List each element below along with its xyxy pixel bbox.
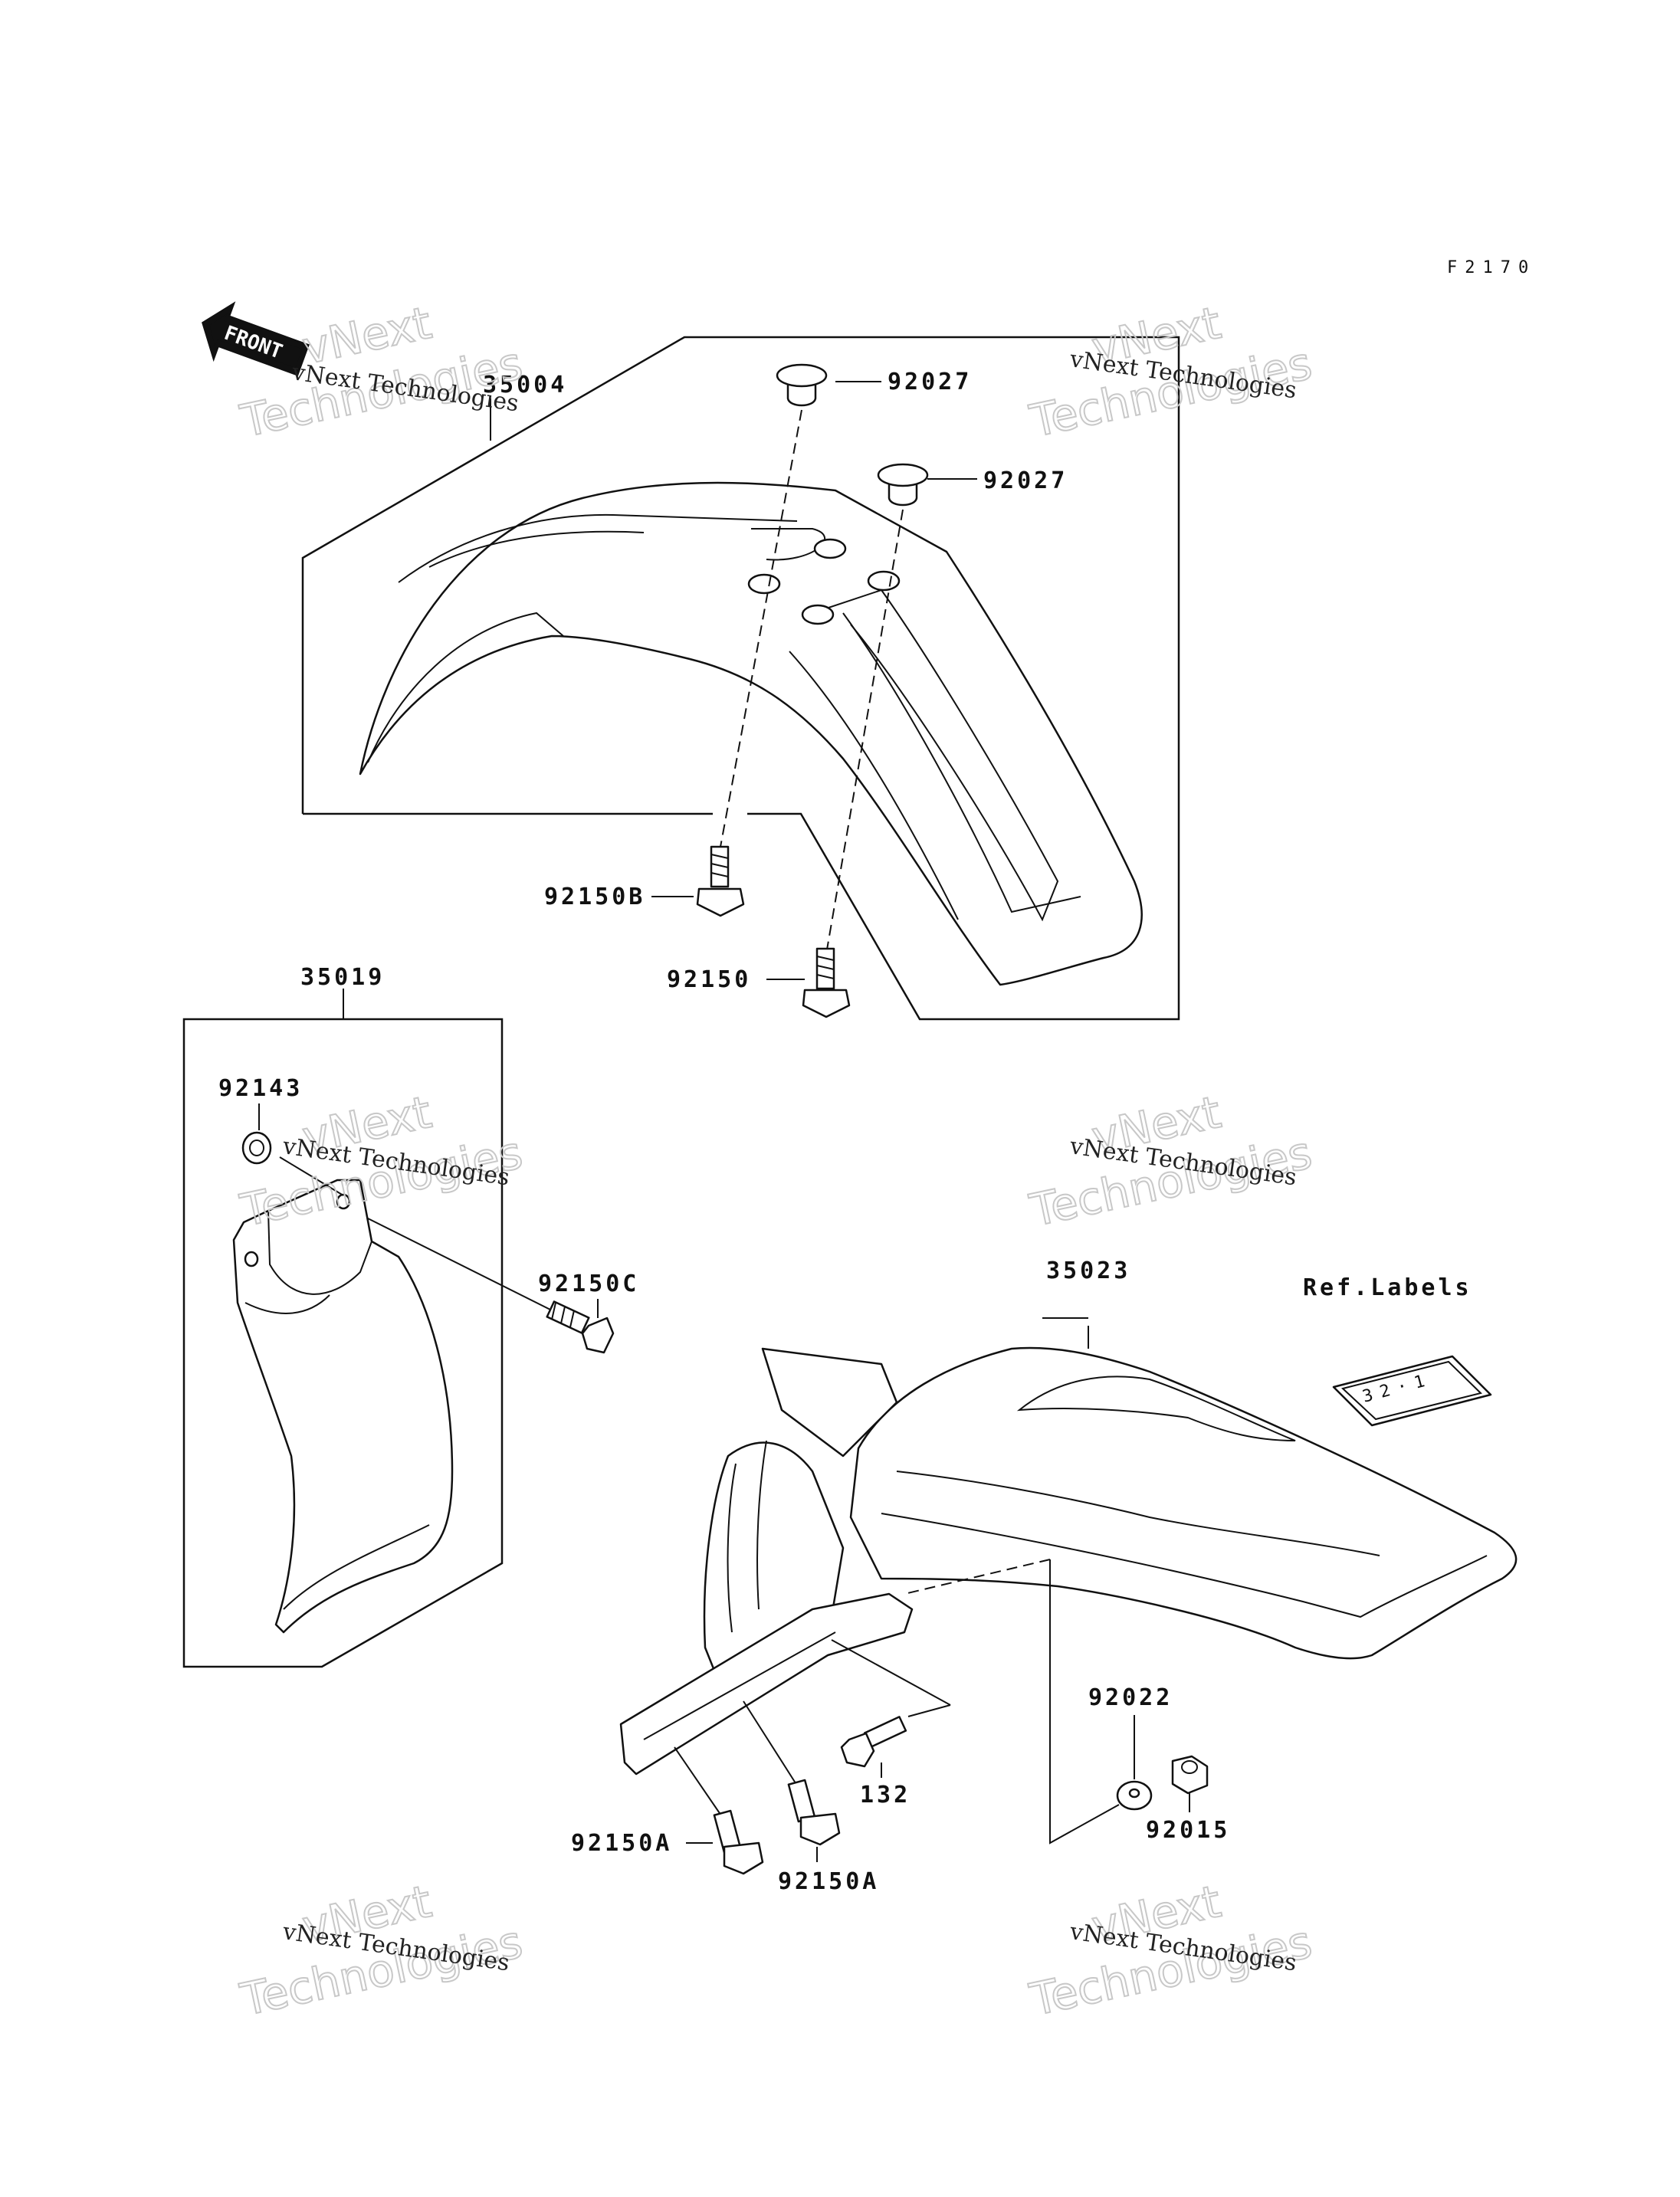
label-92150B: 92150B — [544, 884, 645, 910]
cap-92027-left — [776, 363, 828, 407]
front-fender — [359, 481, 1143, 986]
front-fender-group — [301, 336, 1180, 1021]
cap-92027-right — [877, 463, 929, 507]
label-92150A-left: 92150A — [571, 1830, 672, 1857]
rear-fender-group — [619, 1317, 1518, 1875]
watermark-2: vNext Technologies vNext Technologies — [1025, 296, 1317, 448]
bolt-132 — [840, 1716, 907, 1768]
nut-92015 — [1171, 1755, 1209, 1795]
bolt-92150B — [696, 845, 745, 917]
diagram-code: F2170 — [1447, 258, 1536, 277]
label-92022: 92022 — [1088, 1684, 1173, 1711]
ref-label-decal: 32·1 — [1332, 1355, 1492, 1427]
bolt-92150 — [802, 947, 851, 1018]
label-ref-labels: Ref.Labels — [1303, 1274, 1472, 1301]
label-35004: 35004 — [483, 372, 567, 398]
label-92027-right: 92027 — [983, 467, 1068, 494]
mud-flap — [232, 1179, 454, 1634]
label-92150C: 92150C — [538, 1271, 639, 1297]
label-92150: 92150 — [667, 966, 751, 993]
label-92015: 92015 — [1146, 1817, 1230, 1844]
watermark-1: vNext Technologies vNext Technologies — [235, 296, 528, 448]
grommet-92143 — [241, 1131, 272, 1165]
label-132: 132 — [860, 1782, 911, 1808]
watermark-3: vNext Technologies vNext Technologies — [235, 1085, 528, 1238]
label-92027-left: 92027 — [888, 369, 972, 395]
bolt-92150C — [546, 1300, 615, 1354]
label-35019: 35019 — [300, 964, 385, 991]
label-92150A-center: 92150A — [778, 1868, 879, 1895]
washer-92022 — [1116, 1780, 1153, 1811]
mud-flap-group — [182, 989, 615, 1668]
watermark-6: vNext Technologies vNext Technologies — [1025, 1874, 1317, 2027]
bolt-92150A-center — [787, 1779, 841, 1846]
label-92143: 92143 — [218, 1075, 303, 1102]
label-35023: 35023 — [1046, 1258, 1130, 1284]
bolt-92150A-left — [713, 1809, 764, 1875]
rear-fender — [849, 1346, 1518, 1660]
watermark-5: vNext Technologies vNext Technologies — [235, 1874, 528, 2027]
watermark-4: vNext Technologies vNext Technologies — [1025, 1085, 1317, 1238]
